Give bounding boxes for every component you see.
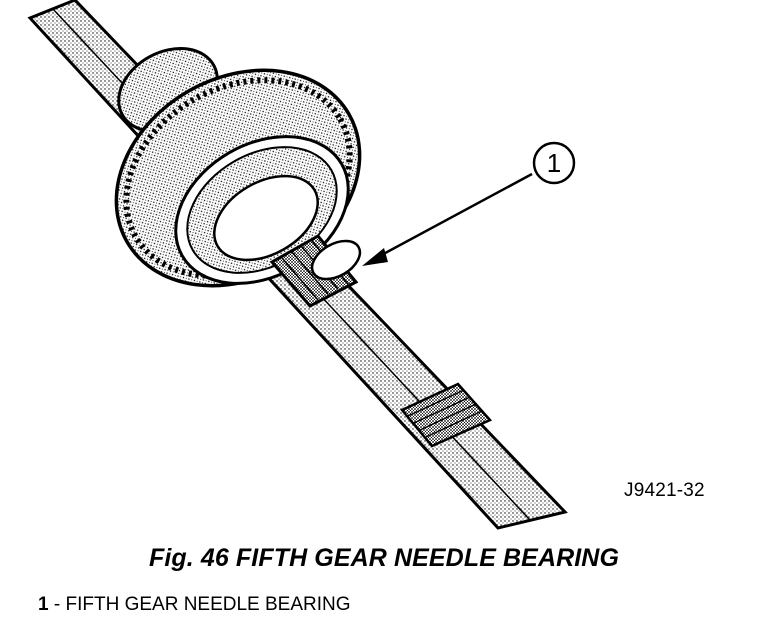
legend-number: 1 [38, 594, 49, 615]
legend-item: 1 - FIFTH GEAR NEEDLE BEARING [38, 594, 351, 616]
legend-separator: - [48, 594, 66, 615]
figure-caption: Fig. 46 FIFTH GEAR NEEDLE BEARING [149, 544, 619, 572]
needle-bearing [269, 234, 362, 308]
callout-marker-1: 1 [532, 141, 576, 185]
legend-label: FIFTH GEAR NEEDLE BEARING [65, 594, 351, 615]
callout-leader-1 [362, 172, 533, 266]
fifth-gear-needle-bearing-illustration: 1 [27, 0, 576, 530]
figure-id-code: J9421-32 [624, 480, 705, 501]
callout-number: 1 [547, 148, 561, 178]
shaft-thread-section [399, 382, 493, 448]
